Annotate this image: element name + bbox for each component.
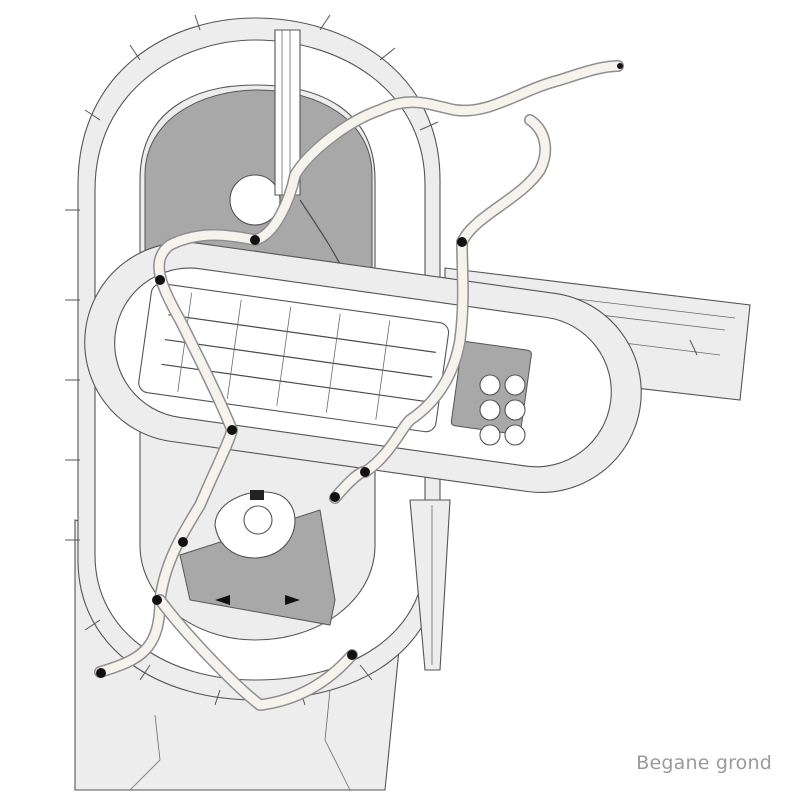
floor-label: Begane grond [636, 752, 772, 774]
south-pavilion [179, 490, 336, 626]
ring-spokes [65, 14, 439, 706]
silo-tanks [479, 374, 526, 446]
diagonal-beam [409, 499, 451, 671]
route-nodes [96, 63, 623, 678]
